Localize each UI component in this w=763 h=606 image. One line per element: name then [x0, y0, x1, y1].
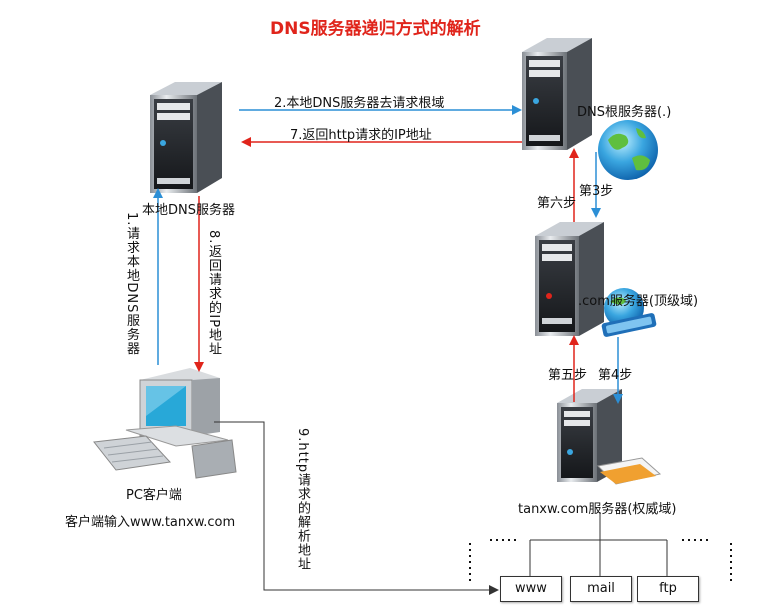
label-step-2: 2.本地DNS服务器去请求根域: [274, 96, 445, 111]
root-dns-server-icon: [522, 38, 592, 150]
host-box-ftp: ftp: [637, 576, 699, 602]
label-step-8: 8.返回请求的IP地址: [206, 230, 221, 357]
label-auth-dns: tanxw.com服务器(权威域): [518, 502, 677, 517]
label-pc-input: 客户端输入www.tanxw.com: [65, 515, 236, 530]
auth-dns-server-icon: [557, 389, 622, 482]
label-step-1: 1.请求本地DNS服务器: [124, 212, 139, 356]
host-box-mail: mail: [570, 576, 632, 602]
label-step-6: 第六步: [537, 196, 577, 211]
label-step-7: 7.返回http请求的IP地址: [290, 128, 432, 143]
network-globe-icon: [601, 288, 657, 337]
folder-icon: [596, 457, 662, 485]
pc-client-icon: [93, 368, 237, 479]
diagram-title: DNS服务器递归方式的解析: [270, 19, 481, 39]
label-step-5: 第五步: [548, 368, 588, 383]
label-com-dns: .com服务器(顶级域): [578, 294, 699, 309]
com-dns-server-icon: [535, 222, 604, 336]
label-step-9: 9.http请求的解析地址: [295, 428, 310, 572]
label-root-dns: DNS根服务器(.): [577, 105, 672, 120]
label-step-4: 第4步: [598, 368, 633, 383]
label-pc-client: PC客户端: [126, 488, 182, 503]
host-box-www: www: [500, 576, 562, 602]
label-step-3: 第3步: [579, 184, 614, 199]
host-tree-dots: [469, 539, 732, 582]
local-dns-server-icon: [150, 82, 222, 193]
host-tree: [529, 512, 668, 576]
arrow-step-9: [214, 421, 499, 595]
globe-icon: [598, 120, 658, 180]
label-local-dns: 本地DNS服务器: [142, 203, 235, 218]
